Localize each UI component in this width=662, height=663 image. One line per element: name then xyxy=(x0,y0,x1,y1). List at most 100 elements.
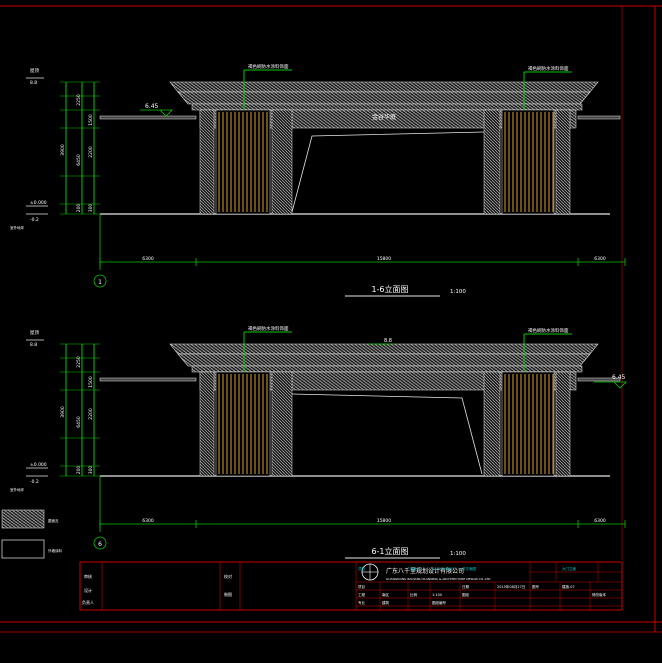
right-side-wall-cap xyxy=(577,115,621,120)
top-level-label: 8.8 xyxy=(384,338,392,344)
tb-row3-cell-3: 1:100 xyxy=(432,593,442,597)
tb-row1-cell-7: 大门立面 xyxy=(562,566,576,571)
pillar-1 xyxy=(199,109,215,215)
tb-row2-cell-0: 项目 xyxy=(358,584,365,589)
ground-note: 室外地坪 xyxy=(10,487,24,492)
tb-row4-cell-3: 图纸编号 xyxy=(432,600,446,605)
bottom-dim-3: 6300 xyxy=(594,518,606,524)
dim-left-4: 1500 xyxy=(88,114,94,126)
pillar-3 xyxy=(483,109,501,215)
tb-row2-cell-7: 建施-07 xyxy=(562,584,575,589)
dim-left-6: 200 xyxy=(76,466,82,475)
pillar-4 xyxy=(555,109,571,215)
right-side-wall-cap xyxy=(577,377,621,382)
tb-row2-cell-4: 日期 xyxy=(462,584,470,589)
legend-swatch-roof xyxy=(1,509,45,529)
level-label: 6.45 xyxy=(612,374,626,381)
bottom-dim-3: 6300 xyxy=(594,256,606,262)
tb-row3-cell-1: 南区 xyxy=(382,592,390,597)
level-8.8: 8.8 xyxy=(30,80,37,86)
callout-left-text: 褐色刷防水涂料饰面 xyxy=(248,63,289,70)
level-roof: 屋顶 xyxy=(30,330,39,336)
left-side-wall-cap xyxy=(99,115,197,120)
level-zero: ±0.000 xyxy=(30,462,47,468)
dim-left-5: 2200 xyxy=(88,146,94,158)
callout-left-text: 褐色刷防水涂料饰面 xyxy=(248,325,289,332)
wood-panel-2 xyxy=(501,371,555,477)
bottom-dim-2: 15800 xyxy=(377,518,391,524)
bottom-dim-1: 6300 xyxy=(142,518,154,524)
roof-lower xyxy=(177,353,591,367)
tb-row3-cell-4: 图纸 xyxy=(462,592,470,597)
tb-row2-cell-5: 2015年08月27日 xyxy=(497,584,525,589)
gate-leaf-outline xyxy=(291,131,485,213)
roof-upper xyxy=(169,81,599,93)
roof-upper xyxy=(169,343,599,355)
tb-row1-cell-3: A4L6201253T xyxy=(432,567,457,571)
dim-left-1: 3900 xyxy=(60,144,66,156)
dim-left-3: 2250 xyxy=(76,356,82,368)
dim-left-3: 2250 xyxy=(76,94,82,106)
tb-row2-cell-6: 图号 xyxy=(532,584,540,589)
left-side-wall-cap xyxy=(99,377,197,382)
legend-label-roof: 屋面瓦 xyxy=(48,518,59,523)
dim-left-1: 3900 xyxy=(60,406,66,418)
roof-lower xyxy=(177,91,591,105)
tb-left-2: 设计 xyxy=(84,587,92,593)
tb-row1-cell-0: 项目 xyxy=(358,566,365,571)
elevation-title: 6-1立面图 xyxy=(371,546,408,556)
tb-row1-cell-2: 设计号 xyxy=(410,566,421,571)
tb-mid-1: 校对 xyxy=(224,573,232,579)
pillar-3 xyxy=(483,371,501,477)
tb-row4-cell-0: 专业 xyxy=(358,600,366,605)
level-roof: 屋顶 xyxy=(30,68,39,74)
pillar-2 xyxy=(271,109,293,215)
company-name-cn: 广东八千里规划设计有限公司 xyxy=(386,567,464,575)
dim-left-5: 2200 xyxy=(88,408,94,420)
gate-plaque: 金谷华庭 xyxy=(372,113,396,121)
axis-label: 1 xyxy=(98,279,102,286)
tb-left-1: 审核 xyxy=(84,573,92,579)
level-zero: ±0.000 xyxy=(30,200,47,206)
gate-leaf-outline xyxy=(291,393,483,475)
level-8.8: 8.8 xyxy=(30,342,37,348)
legend-swatch-wall xyxy=(1,539,45,559)
tb-row1-cell-4: 总平面图 xyxy=(462,566,476,571)
elevation-bottom: 褐色刷防水涂料饰面 褐色刷防水涂料饰面 6.45 8.8 3900 6450 2250 150… xyxy=(10,325,627,559)
wood-panel-2 xyxy=(501,109,555,215)
axis-bubble xyxy=(93,274,107,288)
dim-left-6: 200 xyxy=(76,204,82,213)
dim-left-7: 300 xyxy=(88,204,94,213)
level-label: 6.45 xyxy=(145,103,159,110)
elevation-top: 金谷华庭 褐色刷防水涂料饰面 褐色刷防水涂料饰面 6.45 3900 6450 2250 15… xyxy=(10,63,626,297)
title-block-border xyxy=(79,561,623,611)
bottom-dim-1: 6300 xyxy=(142,256,154,262)
callout-right-text: 褐色刷防水涂料饰面 xyxy=(528,65,569,72)
elevation-title: 1-6立面图 xyxy=(371,284,408,294)
level-marker xyxy=(594,381,627,389)
elevation-scale: 1:100 xyxy=(450,551,466,557)
elevation-scale: 1:100 xyxy=(450,289,466,295)
ground-note: 室外地坪 xyxy=(10,225,24,230)
axis-label: 6 xyxy=(98,541,102,548)
tb-left-3: 负责人 xyxy=(82,599,94,605)
bottom-dim-2: 15800 xyxy=(377,256,391,262)
dim-left-2: 6450 xyxy=(76,416,82,428)
tb-row3-cell-0: 工程 xyxy=(358,592,366,597)
dim-left-4: 1500 xyxy=(88,376,94,388)
pillar-4 xyxy=(555,371,571,477)
dim-left-7: 300 xyxy=(88,466,94,475)
callout-right-text: 褐色刷防水涂料饰面 xyxy=(528,327,569,334)
level-neg: -0.2 xyxy=(30,217,39,223)
level-marker xyxy=(140,109,173,117)
dim-left-2: 6450 xyxy=(76,154,82,166)
tb-row3-cell-2: 比例 xyxy=(410,592,418,597)
level-neg: -0.2 xyxy=(30,479,39,485)
legend-label-wall: 外墙涂料 xyxy=(48,548,62,553)
pillar-2 xyxy=(271,371,293,477)
axis-bubble xyxy=(93,536,107,550)
tb-row4-cell-1: 建筑 xyxy=(382,600,390,605)
company-name-en: GUANGDONG BAQIANLI PLANNING & ARCHITECTU… xyxy=(386,577,491,581)
